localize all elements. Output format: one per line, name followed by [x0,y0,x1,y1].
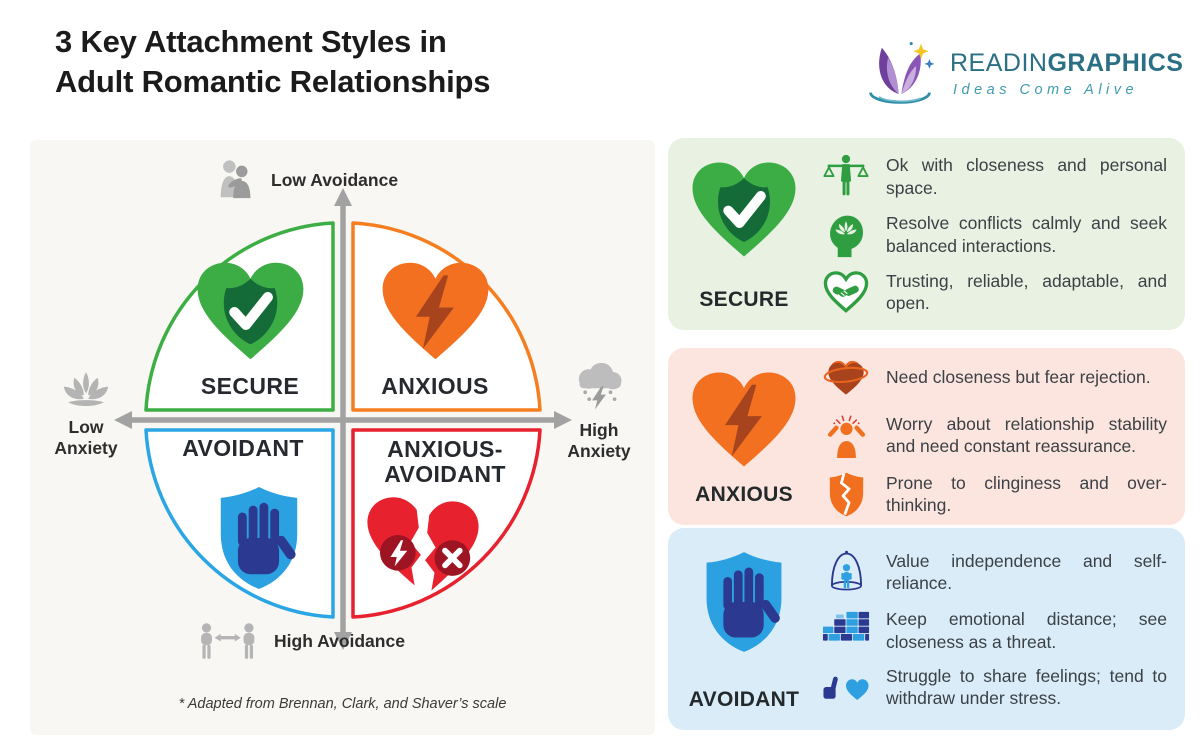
bullet-item: Prone to clinginess and over-thinking. [820,471,1167,518]
book-butterfly-logo-icon [860,38,940,108]
bullet-text: Keep emotional distance; see closeness a… [886,609,1167,652]
bullet-text: Value independence and self-reliance. [886,550,1167,594]
brand-tagline: Ideas Come Alive [953,81,1139,98]
bullet-item: Resolve conflicts calmly and seek balanc… [820,212,1167,258]
secure-style-card: SECURE Ok with closeness and personal sp… [668,138,1185,330]
avoidant-card-label: AVOIDANT [688,688,800,711]
anxious-avoidant-quadrant-label: ANXIOUS- AVOIDANT [355,437,535,487]
bullet-item: Need closeness but fear rejection. [820,356,1167,400]
cracked-shield-icon [820,471,872,518]
withheld-feelings-hand-heart-icon [820,670,872,704]
distant-people-icon [198,623,264,660]
title-line-2: Adult Romantic Relationships [55,64,491,99]
avoidant-style-card: AVOIDANT Value independence and self-rel… [668,528,1185,730]
axis-top-text: Low Avoidance [271,169,399,190]
source-footnote: * Adapted from Brennan, Clark, and Shave… [178,696,507,712]
arrow-up-icon [334,188,352,206]
title-line-1: 3 Key Attachment Styles in [55,24,447,59]
anxious-card-left: ANXIOUS [668,348,820,525]
secure-card-bullets: Ok with closeness and personal space. Re… [820,138,1185,330]
arrow-right-icon [554,411,572,429]
page-title: 3 Key Attachment Styles in Adult Romanti… [55,22,491,102]
bullet-item: Ok with closeness and personal space. [820,154,1167,200]
bullet-text: Resolve conflicts calmly and seek balanc… [886,213,1167,256]
axis-left-text: Low Anxiety [54,417,117,459]
axis-right-line-2: Anxiety [567,441,631,461]
secure-quadrant-label: SECURE [200,373,300,399]
avoidant-shield-hand-icon [696,548,792,656]
axis-right-text: High Anxiety [567,420,630,462]
anxious-card-label: ANXIOUS [695,483,793,506]
axis-label-low-anxiety: Low Anxiety [38,370,134,459]
avoidant-quadrant-label: AVOIDANT [182,435,304,461]
bullet-text: Need closeness but fear rejection. [886,367,1151,388]
axis-bottom-text: High Avoidance [274,631,405,651]
handshake-heart-icon [820,270,872,314]
axis-cross [114,188,572,650]
bullet-item: Trusting, reliable, adaptable, and open. [820,270,1167,315]
secure-card-left: SECURE [668,138,820,330]
arrow-left-icon [114,411,132,429]
bullet-item: Worry about relationship stability and n… [820,412,1167,459]
bullet-text: Trusting, reliable, adaptable, and open. [886,270,1167,313]
bullet-item: Keep emotional distance; see closeness a… [820,608,1167,653]
bullet-text: Struggle to share feelings; tend to with… [886,666,1167,709]
anxious-quadrant-label: ANXIOUS [381,373,489,399]
stressed-person-icon [820,412,872,459]
axis-label-high-anxiety: High Anxiety [551,360,647,462]
attachment-quadrant-diagram: SECURE ANXIOUS AVOIDANT ANXIOUS- AVOIDAN… [30,140,655,735]
axis-left-line-1: Low [68,417,104,437]
anxious-avoidant-label-line-2: AVOIDANT [384,461,506,487]
axis-left-line-2: Anxiety [54,438,118,458]
avoidant-card-bullets: Value independence and self-reliance. Ke… [820,528,1185,730]
brand-wordmark: READINGRAPHICS [950,49,1183,78]
brick-wall-icon [820,611,872,651]
lotus-icon [58,370,114,410]
brand-name-bold: GRAPHICS [1047,48,1184,77]
brand-name-regular: READIN [950,48,1048,77]
clingy-heart-icon [820,356,872,400]
bullet-text: Prone to clinginess and over-thinking. [886,472,1167,515]
balance-scale-person-icon [820,154,872,200]
bullet-text: Worry about relationship stability and n… [886,413,1167,456]
bullet-item: Struggle to share feelings; tend to with… [820,665,1167,710]
secure-card-label: SECURE [699,288,789,311]
axis-label-low-avoidance: Low Avoidance [213,158,398,202]
calm-mind-icon [820,212,872,258]
arrow-down-icon [334,632,352,650]
anxious-heart-bolt-icon [688,368,800,471]
brand-logo: READINGRAPHICS Ideas Come Alive [860,38,1183,108]
bullet-item: Value independence and self-reliance. [820,548,1167,596]
independent-person-dome-icon [820,548,872,596]
bullet-text: Ok with closeness and personal space. [886,155,1167,198]
axis-right-line-1: High [579,420,619,440]
axis-label-high-avoidance: High Avoidance [198,623,405,660]
anxious-style-card: ANXIOUS Need closeness but fear rejectio… [668,348,1185,525]
anxious-card-bullets: Need closeness but fear rejection. Worry… [820,348,1185,525]
secure-heart-shield-icon [688,158,800,261]
storm-cloud-icon [570,360,628,413]
avoidant-card-left: AVOIDANT [668,528,820,730]
hugging-people-icon [213,158,261,202]
quadrant-chart [114,188,572,650]
anxious-avoidant-label-line-1: ANXIOUS- [387,436,503,462]
brand-text: READINGRAPHICS Ideas Come Alive [950,49,1183,98]
